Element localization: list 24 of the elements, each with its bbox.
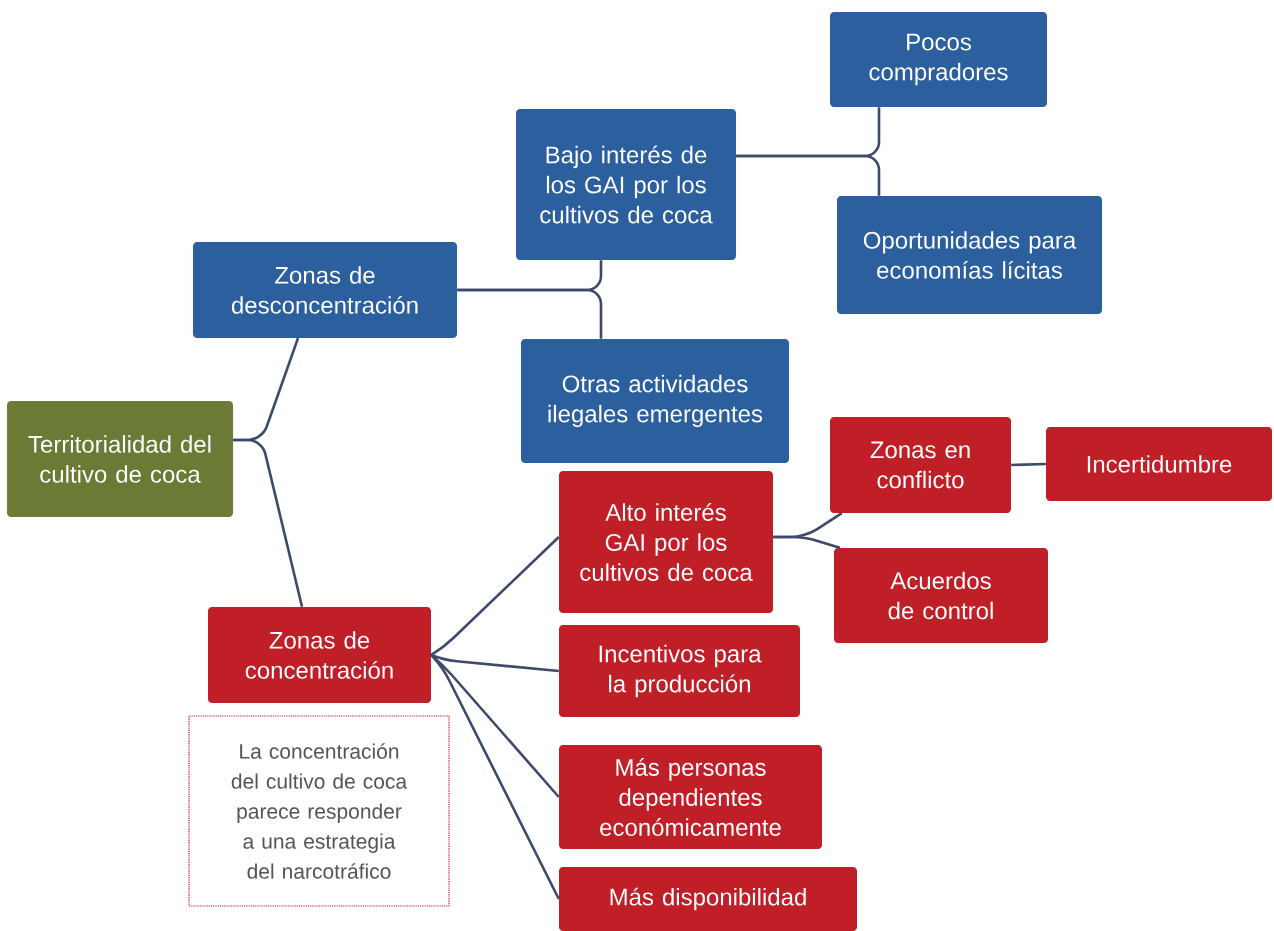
- concept-box: Pocos compradores: [830, 12, 1047, 107]
- connector-line: [429, 536, 560, 657]
- connector-line: [773, 535, 841, 550]
- connector-line: [428, 653, 559, 673]
- connector-line: [1011, 462, 1046, 467]
- concept-box: Bajo interés de los GAI por los cultivos de coca: [516, 109, 736, 260]
- connector-line: [430, 654, 560, 798]
- concept-box: Otras actividades ilegales emergentes: [521, 339, 789, 463]
- note-box: La concentración del cultivo de coca parece responder a una estrategia del narcotráfico: [188, 715, 450, 907]
- concept-box: Alto interés GAI por los cultivos de coca: [559, 471, 773, 613]
- connector-line: [736, 154, 881, 196]
- concept-box: Más personas dependientes económicamente: [559, 745, 822, 849]
- concept-box: Zonas de desconcentración: [193, 242, 457, 338]
- connector-line: [430, 654, 560, 900]
- concept-box: Acuerdos de control: [834, 548, 1048, 643]
- concept-box: Zonas en conflicto: [830, 417, 1011, 513]
- connector-line: [233, 438, 304, 608]
- concept-box: Incentivos para la producción: [559, 625, 800, 717]
- connector-line: [457, 288, 603, 339]
- concept-box: Zonas de concentración: [208, 607, 431, 703]
- concept-box: Incertidumbre: [1046, 427, 1272, 501]
- concept-box: Oportunidades para economías lícitas: [837, 196, 1102, 314]
- concept-box: Más disponibilidad: [559, 867, 857, 931]
- concept-box: Territorialidad del cultivo de coca: [7, 401, 233, 517]
